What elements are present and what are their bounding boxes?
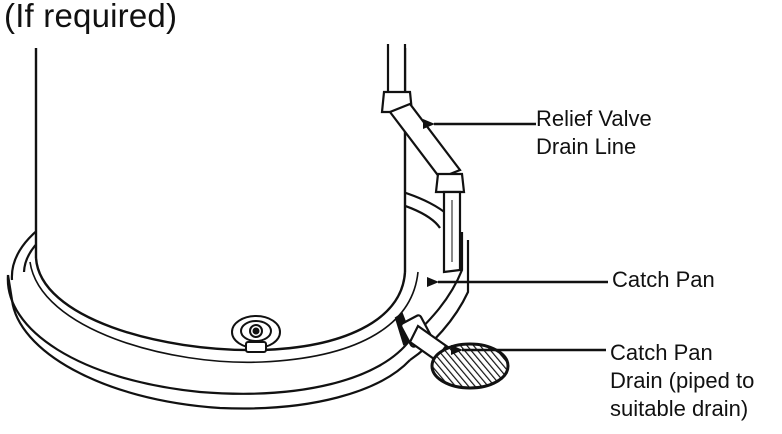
catch-pan-label: Catch Pan — [612, 267, 715, 292]
relief-valve-label-line2: Drain Line — [536, 134, 637, 159]
catch-pan-drain-label: Catch Pan Drain (piped to suitable drain… — [610, 339, 754, 423]
water-heater-tank — [29, 48, 419, 364]
diagram-heading: (If required) — [4, 0, 178, 34]
catch-pan-drain-label-line1: Catch Pan — [610, 340, 713, 365]
relief-valve-drain-pipe — [380, 44, 466, 274]
relief-valve-label-line1: Relief Valve — [536, 106, 652, 131]
relief-valve-label: Relief Valve Drain Line — [536, 105, 652, 161]
tank-drain-valve — [231, 315, 281, 353]
floor-drain-grate — [430, 342, 510, 390]
catch-pan-drain-label-line2: Drain (piped to — [610, 368, 755, 393]
catch-pan-drain-label-line3: suitable drain) — [610, 396, 749, 421]
